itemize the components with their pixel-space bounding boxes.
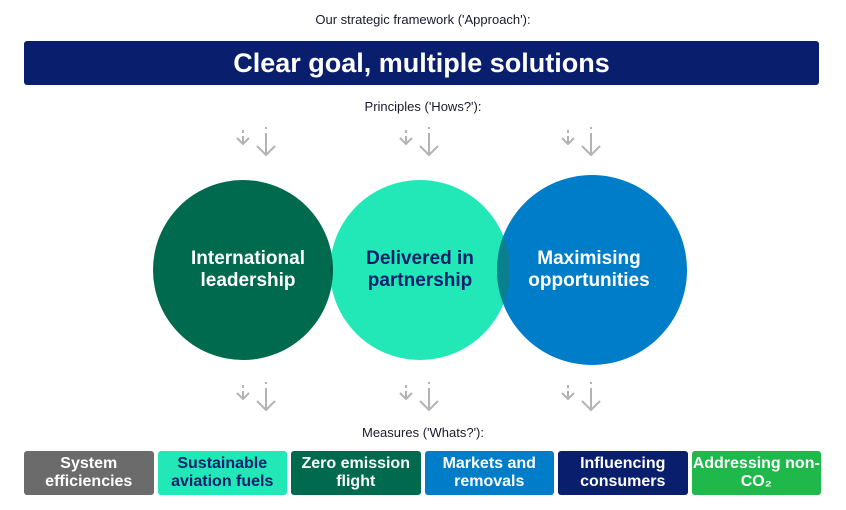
- circle-maximising-opportunities: [497, 175, 687, 365]
- measure-system-efficiencies: System efficiencies: [24, 451, 154, 495]
- circle-delivered-in-partnership: [330, 180, 510, 360]
- circle-label: Maximising opportunities: [528, 248, 650, 291]
- circle-label: International leadership: [190, 248, 305, 291]
- measure-markets-and-removals: Markets and removals: [424, 451, 554, 495]
- double-down-arrow-icon: [561, 127, 601, 157]
- measures-caption: Measures ('Whats?'):: [362, 425, 484, 440]
- measures-row: System efficiencies Sustainable aviation…: [24, 451, 821, 495]
- framework-caption: Our strategic framework ('Approach'):: [315, 12, 531, 27]
- measure-sustainable-aviation-fuels: Sustainable aviation fuels: [157, 451, 287, 495]
- circle-label: Delivered in partnership: [366, 248, 474, 291]
- measure-zero-emission-flight: Zero emission flight: [291, 451, 421, 495]
- circle-international-leadership: [153, 180, 333, 360]
- goal-banner: Clear goal, multiple solutions: [24, 41, 819, 85]
- double-down-arrow-icon: [236, 127, 276, 157]
- measure-addressing-non-co2: Addressing non-CO₂: [691, 451, 821, 495]
- double-down-arrow-icon: [561, 382, 601, 412]
- measure-influencing-consumers: Influencing consumers: [558, 451, 688, 495]
- double-down-arrow-icon: [236, 382, 276, 412]
- double-down-arrow-icon: [399, 127, 439, 157]
- principles-caption: Principles ('Hows?'):: [364, 99, 482, 114]
- double-down-arrow-icon: [399, 382, 439, 412]
